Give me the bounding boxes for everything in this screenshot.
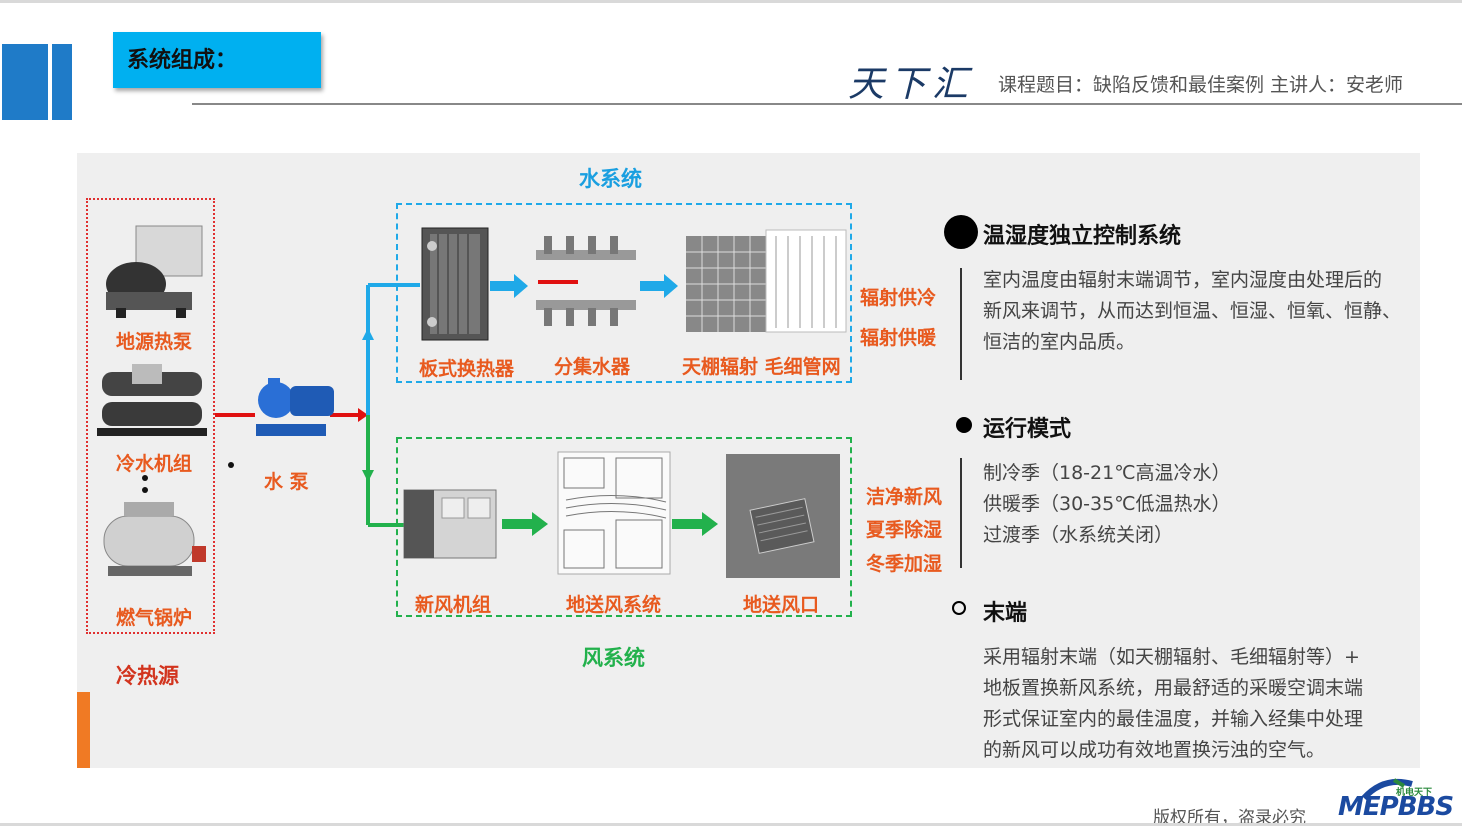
air-component-label: 新风机组 bbox=[415, 594, 492, 616]
water-pump-image bbox=[256, 378, 334, 436]
paragraph-line: 恒洁的室内品质。 bbox=[983, 331, 1136, 353]
paragraph-line: 地板置换新风系统，用最舒适的采暖空调末端 bbox=[983, 677, 1364, 699]
water-component-label: 板式换热器 bbox=[419, 358, 515, 380]
text-divider bbox=[960, 458, 962, 568]
pump-label: 水 泵 bbox=[264, 471, 309, 493]
heat-source-title: 冷热源 bbox=[116, 664, 179, 688]
air-function-label: 冬季加湿 bbox=[866, 553, 943, 575]
air-system-title: 风系统 bbox=[582, 646, 645, 670]
paragraph-line: 过渡季（水系统关闭） bbox=[983, 524, 1174, 546]
air-function-label: 夏季除湿 bbox=[866, 519, 943, 541]
hollow-bullet-icon bbox=[952, 601, 966, 615]
air-component-label: 地送风口 bbox=[743, 594, 820, 616]
paragraph-line: 采用辐射末端（如天棚辐射、毛细辐射等）+ bbox=[983, 646, 1360, 668]
plate-heat-exchanger-image bbox=[421, 227, 489, 341]
paragraph-line: 新风来调节，从而达到恒温、恒湿、恒氧、恒静、 bbox=[983, 300, 1402, 322]
gas-boiler-image bbox=[103, 502, 206, 576]
floor-air-supply-plan-image bbox=[557, 451, 671, 575]
dot-separator bbox=[142, 475, 148, 493]
water-system-title: 水系统 bbox=[579, 167, 642, 191]
floor-air-outlet-image bbox=[726, 454, 840, 578]
pipe-connections bbox=[215, 283, 420, 527]
water-component-label: 天棚辐射 毛细管网 bbox=[682, 356, 841, 378]
corner-decoration bbox=[2, 44, 48, 120]
paragraph-line: 供暖季（30-35℃低温热水） bbox=[983, 493, 1231, 515]
ceiling-radiant-mesh-image bbox=[686, 229, 847, 333]
corner-decoration-bar bbox=[52, 44, 72, 120]
bottom-border bbox=[0, 823, 1462, 826]
tianxiahui-logo: 天下汇 bbox=[848, 64, 975, 105]
heat-source-box bbox=[86, 198, 215, 634]
text-divider bbox=[960, 268, 962, 380]
water-system-box bbox=[396, 203, 852, 383]
air-function-label: 洁净新风 bbox=[866, 486, 943, 508]
top-border bbox=[0, 0, 1462, 3]
source-label: 地源热泵 bbox=[116, 331, 193, 353]
fresh-air-unit-image bbox=[403, 489, 497, 559]
paragraph-line: 的新风可以成功有效地置换污浊的空气。 bbox=[983, 739, 1326, 761]
air-component-label: 地送风系统 bbox=[566, 594, 662, 616]
flow-arrow-right bbox=[502, 512, 548, 536]
section-heading: 末端 bbox=[983, 601, 1028, 626]
mepbbs-logo-icon bbox=[1361, 778, 1413, 801]
header-divider bbox=[192, 103, 1462, 105]
orange-accent-bar bbox=[77, 692, 90, 768]
section-title: 系统组成： bbox=[113, 32, 321, 88]
bullet-icon bbox=[956, 417, 972, 433]
mepbbs-brand: MEPBBS bbox=[1338, 792, 1454, 822]
water-manifold-image bbox=[536, 236, 636, 326]
paragraph-line: 室内温度由辐射末端调节，室内湿度由处理后的 bbox=[983, 269, 1383, 291]
source-label: 冷水机组 bbox=[116, 453, 193, 475]
section-heading: 运行模式 bbox=[983, 417, 1072, 442]
flow-arrow-right bbox=[672, 512, 718, 536]
ground-source-heat-pump-image bbox=[106, 225, 203, 318]
paragraph-line: 形式保证室内的最佳温度，并输入经集中处理 bbox=[983, 708, 1364, 730]
dot-separator bbox=[228, 462, 234, 468]
flow-arrow-right bbox=[490, 274, 528, 298]
source-label: 燃气锅炉 bbox=[116, 607, 193, 629]
corner-decoration-gap bbox=[48, 44, 52, 120]
water-function-label: 辐射供暖 bbox=[860, 327, 937, 349]
bullet-icon bbox=[944, 215, 978, 249]
water-component-label: 分集水器 bbox=[554, 356, 631, 378]
course-info: 课程题目：缺陷反馈和最佳案例 主讲人：安老师 bbox=[998, 74, 1404, 96]
flow-arrow-right bbox=[640, 274, 678, 298]
water-function-label: 辐射供冷 bbox=[860, 287, 937, 309]
mepbbs-tagline: 机电天下 bbox=[1396, 788, 1433, 798]
paragraph-line: 制冷季（18-21℃高温冷水） bbox=[983, 462, 1231, 484]
section-heading: 温湿度独立控制系统 bbox=[983, 224, 1182, 249]
chiller-unit-image bbox=[97, 364, 207, 436]
